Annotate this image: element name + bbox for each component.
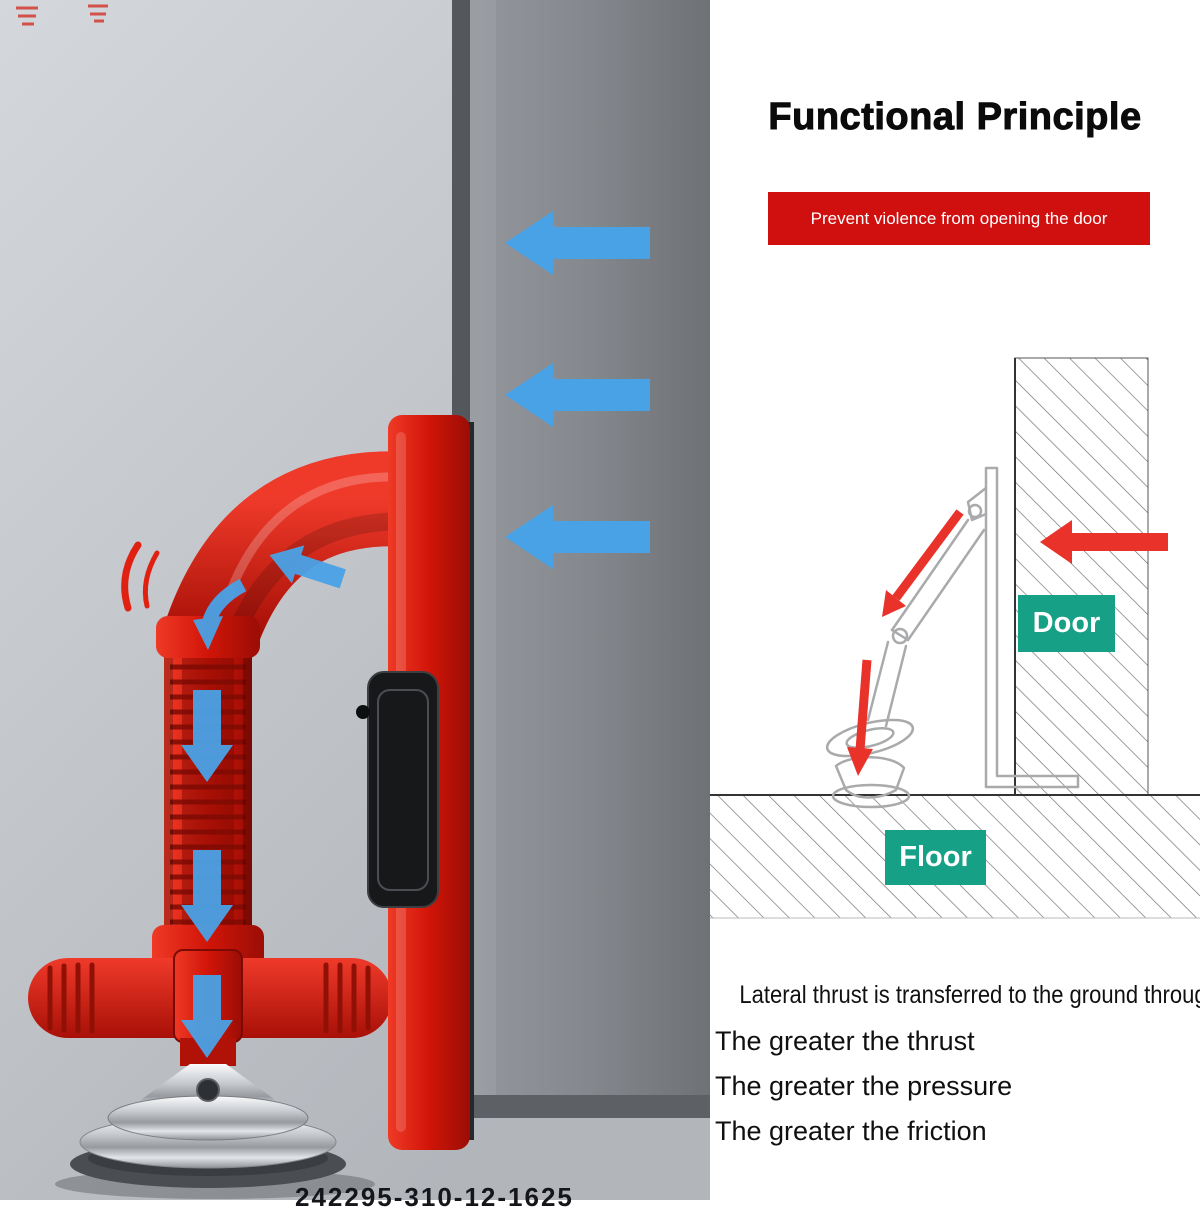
caption-line-2: The greater the thrust [715, 1026, 975, 1056]
floor-label: Floor [885, 830, 986, 885]
red-arrow-icon-group [847, 509, 1168, 776]
product-photo-panel [0, 0, 710, 1200]
blue-left-arrow-icon [269, 545, 346, 589]
product-photo [0, 0, 710, 1200]
door-slab [452, 0, 710, 1118]
caption-line-3: The greater the pressure [715, 1071, 1013, 1101]
blue-left-arrow-icon-group [505, 211, 650, 569]
suction-base [55, 1064, 375, 1199]
bottom-code-text: 242295-310-12-1625 [295, 1182, 574, 1212]
blue-down-arrow-icon-group [181, 545, 346, 1058]
warning-banner-text: Prevent violence from opening the door [810, 208, 1108, 228]
floor-label-text: Floor [899, 841, 972, 873]
blue-down-arrow-icon [181, 975, 233, 1058]
motion-arc-marks [121, 541, 160, 612]
page-title: Functional Principle [768, 96, 1142, 139]
caption-line-4: The greater the friction [715, 1116, 987, 1146]
door-lock-device [28, 415, 474, 1199]
red-arrow-icon [1040, 520, 1168, 564]
lever-knob [356, 705, 370, 719]
blue-left-arrow-icon [505, 363, 650, 427]
red-watermark-marks [16, 4, 108, 26]
functional-principle-panel: Functional Principle Prevent violence fr… [710, 0, 1200, 1200]
blue-down-arrow-icon [181, 690, 233, 782]
caption-line-1: Lateral thrust is transferred to the gro… [739, 981, 1200, 1009]
clamp-plate [356, 415, 474, 1150]
principle-diagram [710, 357, 1200, 919]
blue-down-arrow-icon [181, 850, 233, 942]
diagram-lock-outline [825, 466, 1080, 809]
rubber-pad [367, 671, 439, 908]
door-label: Door [1018, 595, 1115, 652]
door-label-text: Door [1032, 607, 1101, 639]
blue-left-arrow-icon [505, 211, 650, 275]
warning-banner: Prevent violence from opening the door [768, 192, 1150, 245]
diagram-door [1014, 357, 1149, 796]
blue-left-arrow-icon [505, 505, 650, 569]
